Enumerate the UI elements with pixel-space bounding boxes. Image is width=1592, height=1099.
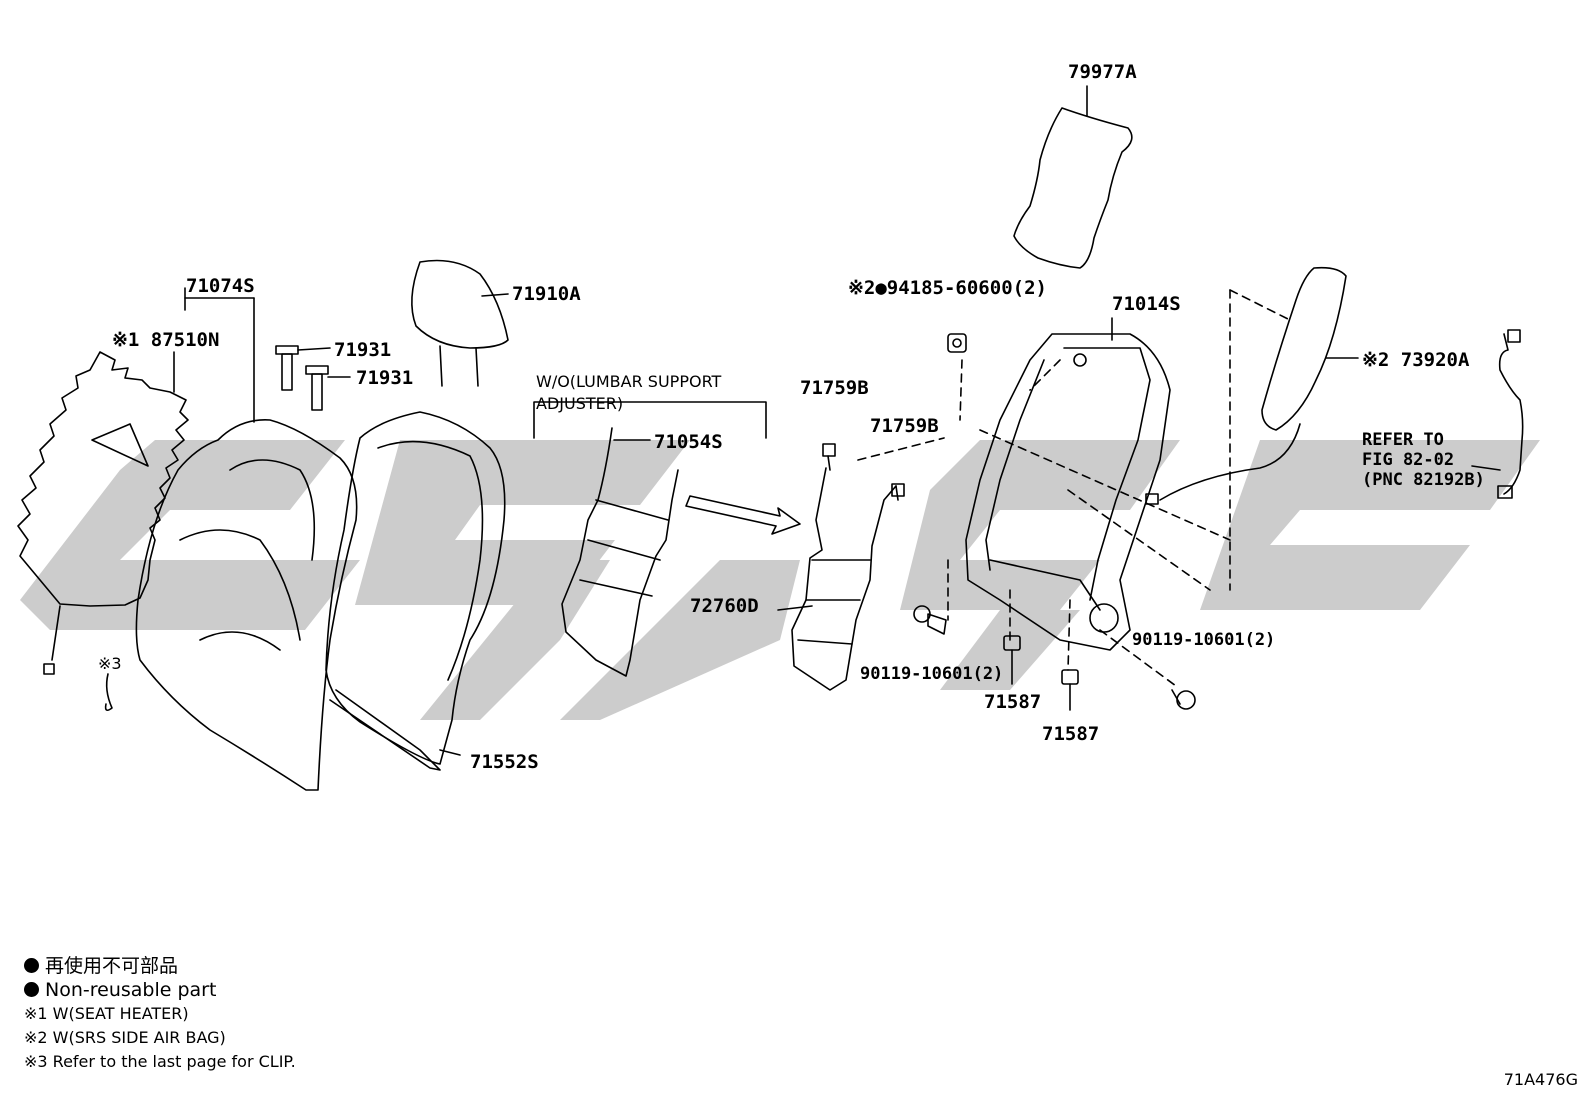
lumbar-callout-line2: ADJUSTER) xyxy=(536,394,624,413)
seatback-frame-71014S xyxy=(965,317,1171,651)
label-71759B-a: 71759B xyxy=(800,377,869,399)
bolt-90119-10601-left xyxy=(913,605,947,635)
label-94185-60600: ※2●94185-60600(2) xyxy=(848,277,1047,299)
legend-note3: ※3 Refer to the last page for CLIP. xyxy=(24,1052,296,1071)
nut-94185-60600 xyxy=(947,333,967,353)
lumbar-support-72760D xyxy=(777,443,905,691)
seat-cover-71074S xyxy=(135,419,358,791)
label-71931-a: 71931 xyxy=(334,339,392,361)
label-71074S: 71074S xyxy=(186,275,255,297)
arrow-icon xyxy=(685,495,801,535)
watermark-logo xyxy=(20,440,1540,720)
pad-79977A xyxy=(1013,107,1133,269)
refer-callout-line3: (PNC 82192B) xyxy=(1362,470,1485,490)
headrest-guide-71931-a xyxy=(275,345,331,391)
side-airbag-73920A xyxy=(1145,266,1359,505)
legend-en: Non-reusable part xyxy=(24,978,296,1002)
label-note3: ※3 xyxy=(98,654,122,673)
label-90119-10601-right: 90119-10601(2) xyxy=(1132,630,1276,650)
seat-heater-87510N xyxy=(17,351,189,607)
legend-jp-text: 再使用不可部品 xyxy=(45,955,179,977)
headrest-guide-71931-b xyxy=(305,365,351,411)
label-72760D: 72760D xyxy=(690,595,759,617)
label-79977A: 79977A xyxy=(1068,61,1137,83)
label-71759B-b: 71759B xyxy=(870,415,939,437)
label-71587-b: 71587 xyxy=(1042,723,1100,745)
label-90119-10601-left: 90119-10601(2) xyxy=(860,664,1004,684)
clip-71587-a xyxy=(1003,635,1021,685)
lumbar-callout-line1: W/O(LUMBAR SUPPORT xyxy=(536,372,722,391)
legend-en-text: Non-reusable part xyxy=(45,979,217,1001)
wire-harness-82192B xyxy=(1471,329,1524,499)
label-71552S: 71552S xyxy=(470,751,539,773)
headrest-71910A xyxy=(411,259,509,349)
legend-note2: ※2 W(SRS SIDE AIR BAG) xyxy=(24,1028,226,1047)
legend: 再使用不可部品 Non-reusable part ※1 W(SEAT HEAT… xyxy=(24,954,296,1074)
bullet-icon xyxy=(24,958,39,973)
label-87510N: ※1 87510N xyxy=(112,329,220,351)
label-71014S: 71014S xyxy=(1112,293,1181,315)
label-71054S: 71054S xyxy=(654,431,723,453)
label-71587-a: 71587 xyxy=(984,691,1042,713)
bolt-90119-10601-right xyxy=(1171,689,1196,710)
bullet-icon xyxy=(24,982,39,997)
seat-back-board-71552S xyxy=(325,411,506,765)
refer-callout-line1: REFER TO xyxy=(1362,430,1444,450)
legend-jp: 再使用不可部品 xyxy=(24,954,296,978)
label-71931-b: 71931 xyxy=(356,367,414,389)
label-73920A: ※2 73920A xyxy=(1362,349,1470,371)
refer-callout-line2: FIG 82-02 xyxy=(1362,450,1455,470)
lumbar-bracket-71054S xyxy=(561,427,679,677)
clip-71587-b xyxy=(1061,669,1079,711)
label-71910A: 71910A xyxy=(512,283,581,305)
legend-note1: ※1 W(SEAT HEATER) xyxy=(24,1004,189,1023)
figure-code: 71A476G xyxy=(1503,1070,1578,1089)
